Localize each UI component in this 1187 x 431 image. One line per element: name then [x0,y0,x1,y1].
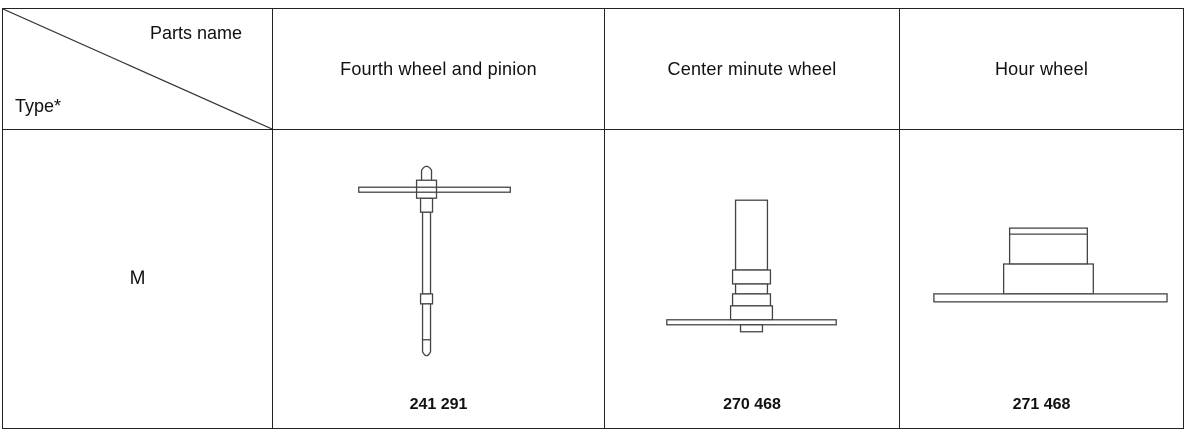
parts-name-label: Parts name [149,23,242,43]
column-header-hour-wheel: Hour wheel [899,8,1184,130]
header-row: Parts name Type* Fourth wheel and pinion… [2,8,1184,130]
type-label: Type* [15,96,62,116]
hour-wheel-drawing [933,227,1168,303]
diagonal-divider [3,9,272,129]
corner-header-cell: Parts name Type* [2,8,273,130]
part-cell-hour-wheel: 271 468 [899,129,1184,429]
type-value: M [2,129,273,429]
column-header-center-minute-wheel: Center minute wheel [604,8,900,130]
column-header-fourth-wheel: Fourth wheel and pinion [272,8,605,130]
part-cell-center-minute-wheel: 270 468 [604,129,900,429]
part-code-center-minute-wheel: 270 468 [723,396,781,413]
part-code-fourth-wheel: 241 291 [409,396,468,413]
part-code-hour-wheel: 271 468 [1012,396,1071,413]
fourth-wheel-pinion-drawing [358,165,511,357]
parts-table: Parts name Type* Fourth wheel and pinion… [2,8,1184,429]
table-row: M 241 291 [2,129,1184,429]
part-cell-fourth-wheel: 241 291 [272,129,605,429]
center-minute-wheel-drawing [666,199,837,333]
